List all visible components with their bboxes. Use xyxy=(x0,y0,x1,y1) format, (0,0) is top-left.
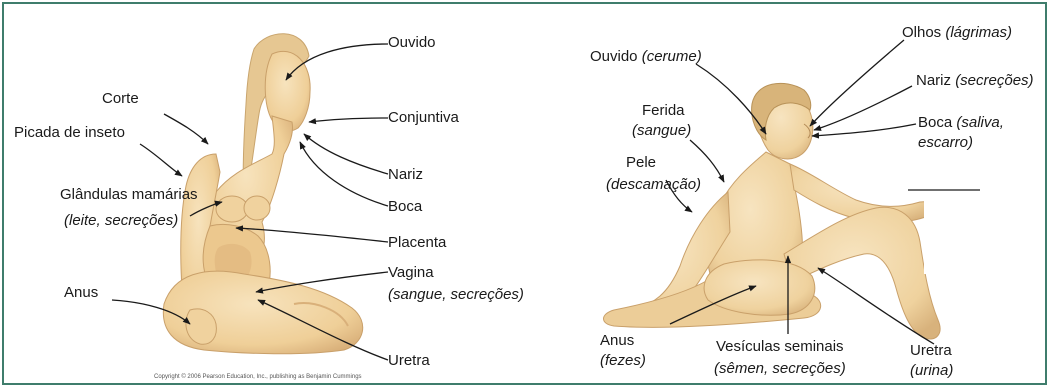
label-male-ouvido: Ouvido (cerume) xyxy=(590,48,702,66)
label-male-uretra: Uretra xyxy=(910,342,952,360)
label-male-ouvido-detail: (cerume) xyxy=(642,48,702,65)
label-female-conjuntiva: Conjuntiva xyxy=(388,109,459,127)
label-female-glandulas-detail: (leite, secreções) xyxy=(64,212,178,230)
copyright-credit: Copyright © 2006 Pearson Education, Inc.… xyxy=(154,374,362,380)
label-female-anus: Anus xyxy=(64,284,98,302)
label-male-ferida-detail: (sangue) xyxy=(632,122,691,140)
label-male-boca: Boca (saliva, xyxy=(918,114,1004,132)
label-male-ferida: Ferida xyxy=(642,102,685,120)
label-female-ouvido: Ouvido xyxy=(388,34,436,52)
label-male-vesiculas-detail: (sêmen, secreções) xyxy=(714,360,846,378)
label-male-olhos: Olhos (lágrimas) xyxy=(902,24,1012,42)
label-male-olhos-text: Olhos xyxy=(902,24,941,41)
label-male-nariz-detail: (secreções) xyxy=(955,72,1033,89)
label-female-glandulas: Glândulas mamárias xyxy=(60,186,198,204)
label-female-vagina-detail: (sangue, secreções) xyxy=(388,286,524,304)
label-female-picada: Picada de inseto xyxy=(14,124,125,142)
label-female-nariz: Nariz xyxy=(388,166,423,184)
label-female-boca: Boca xyxy=(388,198,422,216)
label-male-boca-text: Boca xyxy=(918,114,952,131)
label-male-nariz: Nariz (secreções) xyxy=(916,72,1034,90)
label-male-pele: Pele xyxy=(626,154,656,172)
label-female-uretra: Uretra xyxy=(388,352,430,370)
label-male-anus-detail: (fezes) xyxy=(600,352,646,370)
label-male-olhos-detail: (lágrimas) xyxy=(945,24,1012,41)
label-male-boca-detail2: escarro) xyxy=(918,134,973,152)
label-male-uretra-detail: (urina) xyxy=(910,362,953,380)
label-male-boca-detail1: (saliva, xyxy=(956,114,1004,131)
label-male-ouvido-text: Ouvido xyxy=(590,48,638,65)
label-male-pele-detail: (descamação) xyxy=(606,176,701,194)
label-female-placenta: Placenta xyxy=(388,234,446,252)
label-female-corte: Corte xyxy=(102,90,139,108)
label-male-nariz-text: Nariz xyxy=(916,72,951,89)
label-male-anus: Anus xyxy=(600,332,634,350)
white-mask xyxy=(924,194,1042,274)
label-female-vagina: Vagina xyxy=(388,264,434,282)
label-male-vesiculas: Vesículas seminais xyxy=(716,338,844,356)
